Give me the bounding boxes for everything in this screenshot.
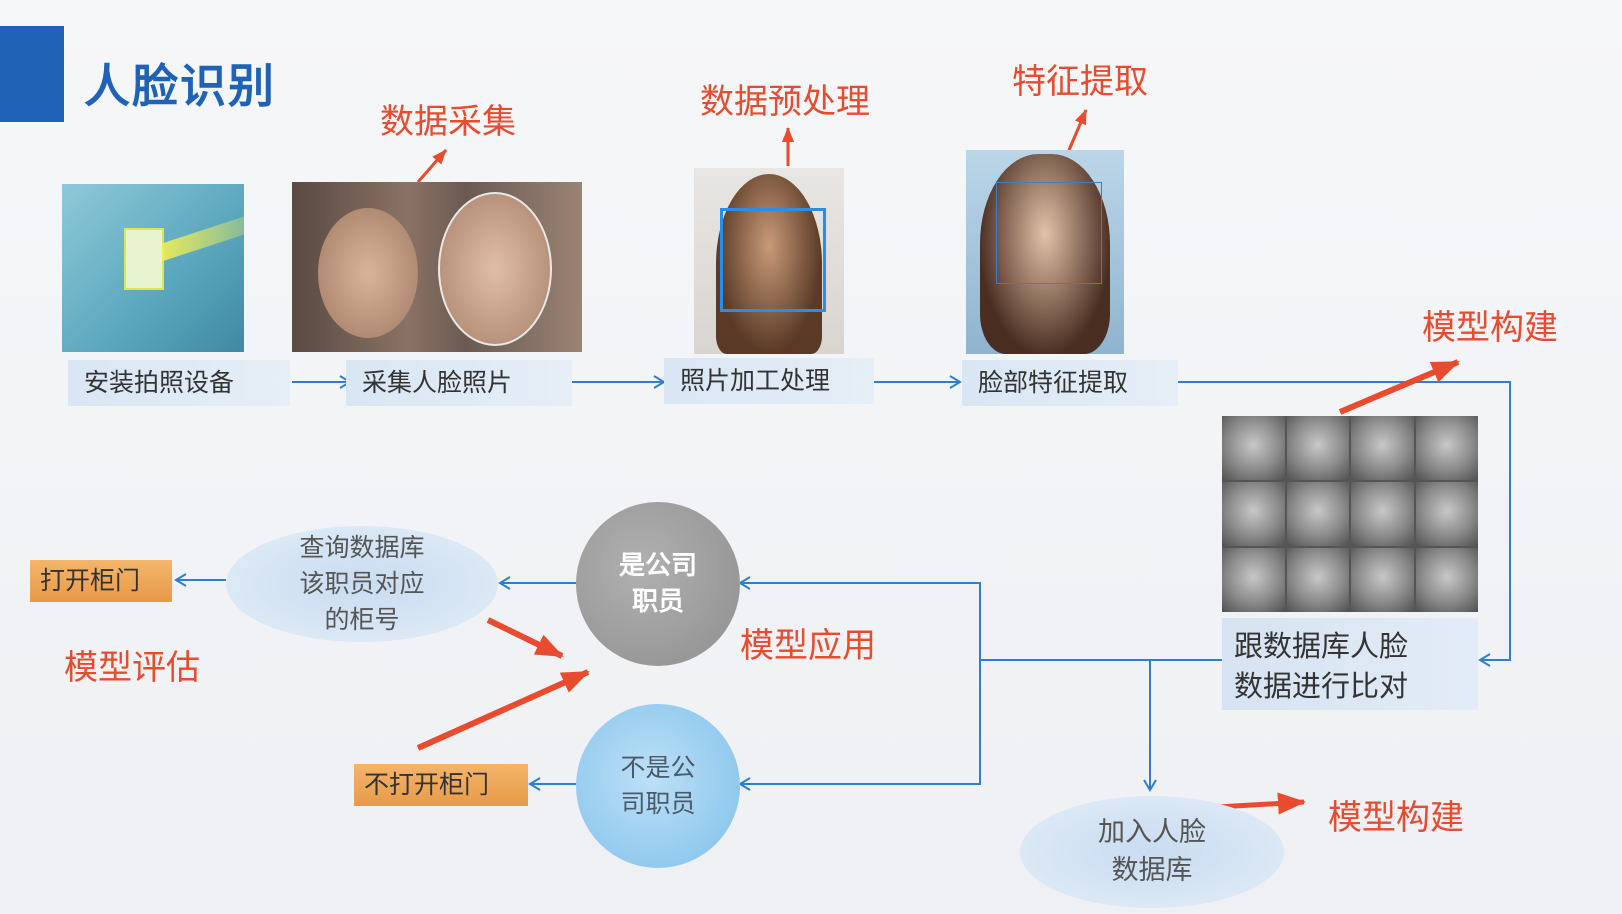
collected-faces-photo <box>292 182 582 352</box>
step-process: 照片加工处理 <box>664 358 874 404</box>
label-model-eval: 模型评估 <box>64 648 200 688</box>
annot-arrow-build-top <box>1338 359 1460 415</box>
face-feature <box>980 154 1110 354</box>
arrow-compare-to-no <box>738 660 981 791</box>
decision-yes-line1: 是公司 <box>618 551 697 581</box>
arrow-extract-to-compare <box>1178 381 1511 667</box>
add-db-ellipse: 加入人脸 数据库 <box>1020 796 1284 908</box>
decision-no-circle: 不是公 司职员 <box>576 704 740 868</box>
outcome-open-door: 打开柜门 <box>30 560 172 602</box>
query-line2: 该职员对应 <box>299 569 425 598</box>
query-line1: 查询数据库 <box>299 533 425 562</box>
processed-face-photo <box>694 168 844 354</box>
compare-box: 跟数据库人脸 数据进行比对 <box>1222 618 1478 710</box>
face-processed <box>716 174 822 354</box>
label-model-build-top: 模型构建 <box>1422 308 1558 348</box>
compare-line2: 数据进行比对 <box>1234 669 1409 703</box>
page-title: 人脸识别 <box>84 59 276 113</box>
arrow-compare-to-yes <box>738 576 1222 661</box>
decision-yes-line2: 职员 <box>631 587 684 617</box>
camera-beam <box>162 216 244 262</box>
annot-arrow-collection <box>416 149 448 183</box>
compare-line1: 跟数据库人脸 <box>1234 629 1409 663</box>
feature-box <box>996 182 1102 284</box>
decision-no-line1: 不是公 <box>620 753 696 782</box>
step-extract: 脸部特征提取 <box>962 360 1178 406</box>
label-data-collection: 数据采集 <box>380 102 516 142</box>
query-line3: 的柜号 <box>324 605 400 634</box>
face-database-grid <box>1222 416 1478 612</box>
face-left <box>318 208 418 338</box>
feature-face-photo <box>966 150 1124 354</box>
annot-arrow-eval-up <box>416 669 590 751</box>
face-right <box>438 192 552 346</box>
outcome-not-open-door: 不打开柜门 <box>354 764 528 806</box>
camera-device-icon <box>124 228 164 290</box>
label-feature-extract: 特征提取 <box>1012 62 1148 102</box>
locker-device-photo <box>62 184 244 352</box>
title-accent-bar <box>0 26 64 122</box>
step-collect: 采集人脸照片 <box>346 360 572 406</box>
step-install: 安装拍照设备 <box>68 360 290 406</box>
decision-yes-circle: 是公司 职员 <box>576 502 740 666</box>
face-detect-box <box>720 208 826 312</box>
add-db-line2: 数据库 <box>1111 855 1193 886</box>
label-model-apply: 模型应用 <box>740 626 876 666</box>
label-preprocess: 数据预处理 <box>700 82 870 122</box>
label-model-build-bottom: 模型构建 <box>1328 798 1464 838</box>
annot-arrow-eval-down <box>486 617 564 659</box>
query-ellipse: 查询数据库 该职员对应 的柜号 <box>226 526 498 642</box>
add-db-line1: 加入人脸 <box>1098 817 1206 848</box>
decision-no-line2: 司职员 <box>620 789 696 818</box>
